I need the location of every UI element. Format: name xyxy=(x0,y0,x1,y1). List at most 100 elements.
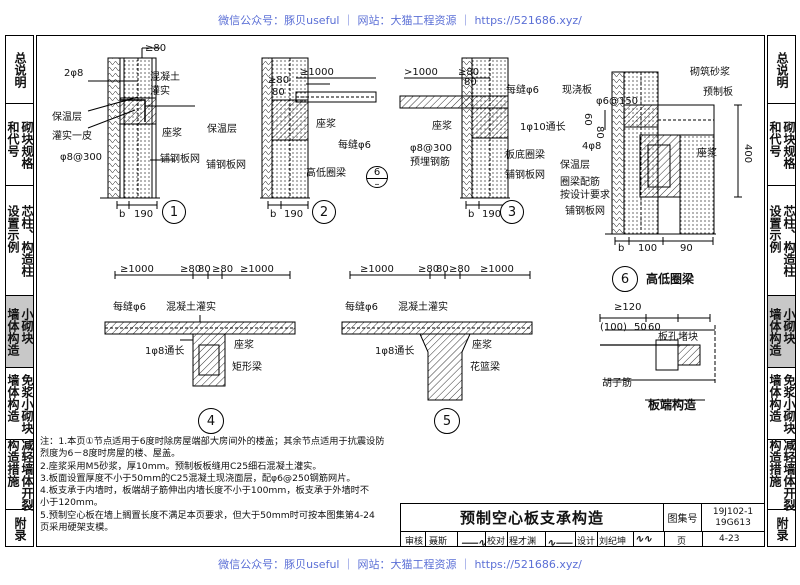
detail-3-number: 3 xyxy=(500,200,524,224)
detail-1-label: 190 xyxy=(134,209,154,220)
title-block: 预制空心板支承构造 图集号 19J102-1 19G613 审核 聂斯 ⸺∿ 校… xyxy=(400,503,765,549)
sidebar-left-tab-mortarless-wall[interactable]: 免浆小砌块墙体构造 xyxy=(6,368,34,440)
detail-6-drawing xyxy=(604,71,742,245)
detail-1-label: φ8@300 xyxy=(60,152,103,163)
detail-2-number: 2 xyxy=(312,200,336,224)
detail-2-ref-index: 6 – xyxy=(366,166,388,190)
detail-3-label: φ8@300 xyxy=(410,143,453,154)
detail-2-label: ≥80 xyxy=(268,75,290,86)
detail-5-label: ≥1000 xyxy=(480,264,514,275)
detail-2-label: ≥1000 xyxy=(300,67,334,78)
detail-5-label: 每缝φ6 xyxy=(345,302,378,313)
detail-3-label: 板底圈梁 xyxy=(505,150,545,161)
note-line: 3.板面设置厚度不小于50mm的C25混凝土现浇面层，配φ6@250钢筋网片。 xyxy=(40,472,356,484)
detail-1-label: 灌实一皮 xyxy=(52,131,92,142)
detail-1-label: 灌实 xyxy=(150,86,170,97)
board-end-label: ≥120 xyxy=(614,302,642,313)
sidebar-right: 总说明 砌块规格和代号 芯柱、构造柱设置示例 小砌块墙体构造 免浆小砌块墙体构造… xyxy=(767,35,796,547)
detail-6-label: 按设计要求 xyxy=(560,190,610,201)
detail-1-label: 座浆 xyxy=(162,128,182,139)
detail-4-label: ≥1000 xyxy=(240,264,274,275)
detail-6-number: 6 xyxy=(612,266,638,292)
detail-1-label: b xyxy=(119,209,126,220)
detail-2-label: 190 xyxy=(284,209,304,220)
detail-5-number: 5 xyxy=(434,408,460,434)
check-label: 校对 xyxy=(487,537,506,547)
detail-2-label: 保温层 xyxy=(207,124,237,135)
sheet-title: 预制空心板支承构造 xyxy=(401,504,664,532)
sidebar-left: 总说明 砌块规格和代号 芯柱、构造柱设置示例 小砌块墙体构造 免浆小砌块墙体构造… xyxy=(5,35,34,547)
board-end-label: (100) xyxy=(600,322,627,333)
detail-6-caption: 高低圈梁 xyxy=(646,272,695,286)
detail-1-label: 保温层 xyxy=(52,112,82,123)
detail-6-label: 预制板 xyxy=(703,87,733,98)
watermark-bottom: 微信公众号：豚贝useful ｜ 网站：大猫工程资源 ｜ https://521… xyxy=(218,558,582,571)
atlas-number: 19J102-1 19G613 xyxy=(702,504,764,532)
detail-2-label: 高低圈梁 xyxy=(306,168,346,179)
atlas-label: 图集号 xyxy=(664,504,702,532)
detail-5-label: ≥80 xyxy=(418,264,440,275)
notes-block: 注：1.本页①节点适用于6度时除房屋端部大房间外的楼盖；其余节点适用于抗震设防 … xyxy=(40,436,390,534)
detail-3-label: 1φ10通长 xyxy=(520,122,566,133)
board-end-label: 60 xyxy=(648,322,661,333)
sidebar-left-tab-crack-reduction[interactable]: 减轻墙体开裂构造措施 xyxy=(6,438,34,511)
note-line: 烈度为6－8度时房屋的楼、屋盖。 xyxy=(40,448,181,460)
board-end-drawing xyxy=(599,314,716,401)
sidebar-right-tab-block-specs[interactable]: 砌块规格和代号 xyxy=(768,104,796,186)
detail-5-label: 1φ8通长 xyxy=(375,346,415,357)
detail-4-label: 矩形梁 xyxy=(232,362,262,373)
detail-4-label: 80 xyxy=(198,264,211,275)
approval-row: 审核 聂斯 ⸺∿ 校对 程才渊 ∿⸺ 设计 刘纪坤 ∿∿ 页 4-23 xyxy=(401,532,764,549)
design-label: 设计 xyxy=(577,537,596,547)
detail-3-label: 座浆 xyxy=(432,121,452,132)
sidebar-left-tab-small-block-wall[interactable]: 小砌块墙体构造 xyxy=(6,296,34,368)
detail-1-label: 2φ8 xyxy=(64,68,84,79)
board-end-caption: 板端构造 xyxy=(648,398,697,412)
sidebar-left-tab-appendix[interactable]: 附录 xyxy=(13,517,27,541)
sidebar-left-tab-core-columns[interactable]: 芯柱、构造柱设置示例 xyxy=(6,186,34,296)
detail-3-label: >1000 xyxy=(404,67,438,78)
check-name: 程才渊 xyxy=(509,537,537,547)
detail-4-number: 4 xyxy=(198,408,224,434)
detail-4-label: 1φ8通长 xyxy=(145,346,185,357)
sidebar-right-tab-mortarless-wall[interactable]: 免浆小砌块墙体构造 xyxy=(768,368,796,440)
note-line: 注：1.本页①节点适用于6度时除房屋端部大房间外的楼盖；其余节点适用于抗震设防 xyxy=(40,436,385,447)
sidebar-right-tab-small-block-wall[interactable]: 小砌块墙体构造 xyxy=(768,296,796,368)
review-signature: ⸺∿ xyxy=(461,538,487,549)
sidebar-right-tab-overview[interactable]: 总说明 xyxy=(768,36,795,104)
detail-1-number: 1 xyxy=(162,200,186,224)
detail-1-label: 混凝土 xyxy=(150,72,180,83)
detail-2-label: 每缝φ6 xyxy=(338,140,371,151)
sidebar-right-tab-appendix[interactable]: 附录 xyxy=(775,517,789,541)
detail-2-label: 80 xyxy=(272,87,285,98)
detail-4-drawing xyxy=(104,271,296,387)
sidebar-left-tab-block-specs[interactable]: 砌块规格和代号 xyxy=(6,104,34,186)
detail-2-label: 铺钢板网 xyxy=(206,160,246,171)
detail-3-label: 预埋钢筋 xyxy=(410,157,450,168)
detail-5-label: 花篮梁 xyxy=(470,362,500,373)
detail-2-label: b xyxy=(270,209,277,220)
board-end-label: 胡子筋 xyxy=(602,378,632,389)
detail-6-label: 4φ8 xyxy=(582,141,602,152)
detail-2-drawing xyxy=(260,57,377,209)
detail-5-label: ≥1000 xyxy=(360,264,394,275)
detail-6-label: φ6@150 xyxy=(596,96,639,107)
board-end-label: 50 xyxy=(634,322,647,333)
detail-5-label: 座浆 xyxy=(472,340,492,351)
detail-3-label: b xyxy=(468,209,475,220)
board-end-label: 板孔堵块 xyxy=(658,332,698,343)
detail-6-label: b xyxy=(618,243,625,254)
detail-3-label: 每缝φ6 xyxy=(506,85,539,96)
review-name: 聂斯 xyxy=(429,537,448,547)
sidebar-left-tab-overview[interactable]: 总说明 xyxy=(6,36,33,104)
check-signature: ∿⸺ xyxy=(547,538,573,549)
detail-4-label: ≥80 xyxy=(212,264,234,275)
sidebar-right-tab-core-columns[interactable]: 芯柱、构造柱设置示例 xyxy=(768,186,796,296)
detail-3-label: 现浇板 xyxy=(562,85,592,96)
detail-3-drawing xyxy=(399,57,510,209)
sidebar-right-tab-crack-reduction[interactable]: 减轻墙体开裂构造措施 xyxy=(768,438,796,511)
detail-6-label: 砌筑砂浆 xyxy=(690,67,730,78)
detail-6-label: 400 xyxy=(742,144,753,164)
detail-5-label: 混凝土灌实 xyxy=(398,302,448,313)
design-name: 刘纪坤 xyxy=(599,537,627,547)
